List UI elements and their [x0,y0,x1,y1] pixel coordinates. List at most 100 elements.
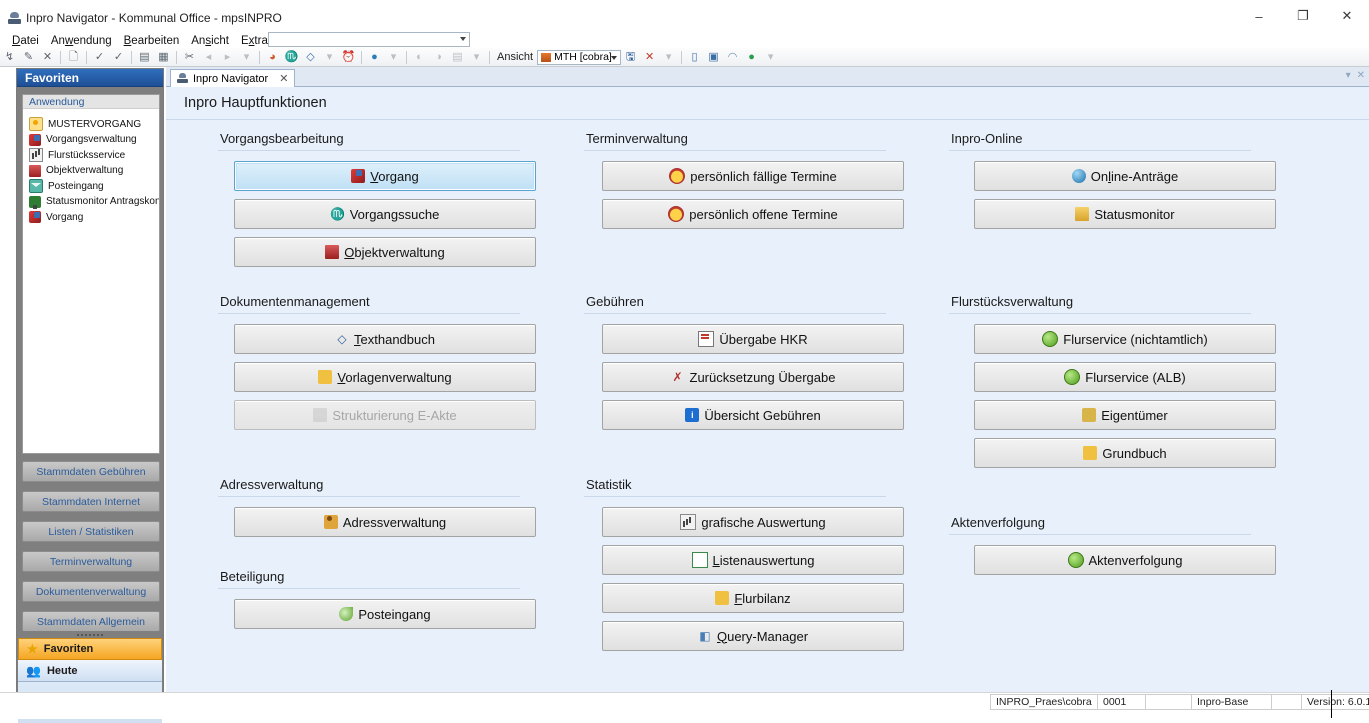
sphere-icon[interactable]: ● [748,50,755,63]
sidebar-item-vorgangsverwaltung[interactable]: Vorgangsverwaltung [29,133,159,147]
check-all-icon[interactable]: ✓ [113,50,124,63]
button-aktenverfolgung[interactable]: Aktenverfolgung [974,545,1276,575]
tab-close-all-icon[interactable]: ✕ [1356,70,1365,81]
nav-prev-icon: ◂ [205,50,212,63]
sidebar-category-listen-statistiken[interactable]: Listen / Statistiken [22,521,160,542]
view-select[interactable]: MTH [cobra] [537,49,622,65]
binoculars-search-icon[interactable]: ♏ [284,50,299,63]
close-button[interactable]: ✕ [1341,8,1353,23]
button-grafische-auswertung[interactable]: grafische Auswertung [602,507,904,537]
new-document-icon[interactable]: 🗋 [69,50,78,63]
sidebar-item-flurstuecksservice[interactable]: Flurstücksservice [29,148,159,162]
save-icon[interactable]: 🖫 [625,50,636,63]
button-texthandbuch[interactable]: ◇ Texthandbuch [234,324,536,354]
sidebar-category-stammdaten-internet[interactable]: Stammdaten Internet [22,491,160,512]
maximize-button[interactable]: ❐ [1297,8,1309,23]
sidebar-splitter-handle[interactable] [18,631,162,638]
sidebar-nav-label: Heute [46,664,78,677]
sidebar-category-terminverwaltung[interactable]: Terminverwaltung [22,551,160,572]
list-filter-icon[interactable]: ▦ [158,50,169,63]
parcel-green-icon [1067,552,1084,568]
window-icon[interactable]: ▣ [708,50,719,63]
tab-close-icon[interactable]: ✕ [279,73,289,85]
button-uebergabe-hkr[interactable]: Übergabe HKR [602,324,904,354]
toolbar-separator [681,50,683,64]
button-grundbuch[interactable]: Grundbuch [974,438,1276,468]
sidebar-item-statusmonitor[interactable]: Statusmonitor Antragskonferenz [29,195,159,209]
toolbar-separator [406,50,407,64]
button-eigentuemer[interactable]: Eigentümer [974,400,1276,430]
toolbar-view-label: Ansicht [497,51,534,63]
button-query-manager[interactable]: ◧ Query-Manager [602,621,904,651]
object-icon [29,164,41,177]
menu-anwendung[interactable]: Anwendung [50,34,112,47]
lightbulb-icon [29,117,43,131]
end-dropdown-icon: ▾ [767,50,774,63]
sidebar-favorites-panel: Anwendung MUSTERVORGANG Vorgangsverwaltu… [22,94,160,454]
group-title: Statistik [586,477,632,492]
button-posteingang[interactable]: Posteingang [234,599,536,629]
palette-icon[interactable]: ◕ [269,50,276,63]
tab-inpro-navigator[interactable]: Inpro Navigator ✕ [170,69,296,87]
sidebar-bottom-nav: ★ Favoriten 👥 Heute [18,638,162,682]
sidebar-category-dokumentenverwaltung[interactable]: Dokumentenverwaltung [22,581,160,602]
button-uebersicht-gebuehren[interactable]: i Übersicht Gebühren [602,400,904,430]
diamond-blue-icon: ◇ [337,332,347,346]
sidebar-nav-favoriten[interactable]: ★ Favoriten [18,638,162,660]
button-zuruecksetzung-uebergabe[interactable]: ✗ Zurücksetzung Übergabe [602,362,904,392]
menu-bearbeiten[interactable]: Bearbeiten [123,34,180,47]
delete-x-icon[interactable]: ✕ [42,50,53,63]
tab-list-dropdown-icon[interactable]: ▾ [1345,70,1351,81]
undo-icon[interactable]: ↯ [4,50,15,63]
button-adressverwaltung[interactable]: Adressverwaltung [234,507,536,537]
tab-label: Inpro Navigator [193,72,269,85]
button-vorgangssuche[interactable]: ♏ Vorgangssuche [234,199,536,229]
alarm-clock-icon[interactable]: ⏰ [341,50,356,63]
sidebar-item-vorgang[interactable]: Vorgang [29,210,159,224]
close-x-icon[interactable]: ✕ [644,50,655,63]
text-caret [1331,690,1332,718]
sidebar-category-stammdaten-gebuehren[interactable]: Stammdaten Gebühren [22,461,160,482]
button-vorgang[interactable]: Vorgang [234,161,536,191]
sidebar-item-mustervorgang[interactable]: MUSTERVORGANG [29,117,159,131]
check-icon[interactable]: ✓ [94,50,105,63]
status-cell-code: 0001 [1098,694,1146,710]
group-inpro-online: Inpro-Online Online-Anträge Statusmonito… [949,131,1276,237]
app-icon [177,73,188,84]
sidebar: Favoriten Anwendung MUSTERVORGANG Vorgan… [16,68,164,723]
menu-ansicht[interactable]: Ansicht [191,34,229,47]
button-objektverwaltung[interactable]: Objektverwaltung [234,237,536,267]
sidebar-category-stammdaten-allgemein[interactable]: Stammdaten Allgemein [22,611,160,632]
list-icon[interactable]: ▤ [139,50,150,63]
sidebar-item-objektverwaltung[interactable]: Objektverwaltung [29,164,159,178]
status-bar: INPRO_Praes\cobra 0001 Inpro-Base Versio… [0,692,1369,719]
button-label: Aktenverfolgung [1088,552,1183,568]
arc-icon[interactable]: ◠ [727,50,738,63]
minimize-button[interactable]: – [1255,8,1263,24]
menu-datei[interactable]: Datei [12,34,39,47]
menu-search-combo[interactable] [268,32,470,47]
button-listenauswertung[interactable]: Listenauswertung [602,545,904,575]
mail-green-icon [339,607,354,621]
button-label: Adressverwaltung [342,514,447,530]
diamond-icon[interactable]: ◇ [306,50,315,63]
sidebar-nav-heute[interactable]: 👥 Heute [18,660,162,682]
edit-pencil-icon[interactable]: ✎ [23,50,34,63]
button-online-antraege[interactable]: Online-Anträge [974,161,1276,191]
button-flurbilanz[interactable]: Flurbilanz [602,583,904,613]
button-vorlagenverwaltung[interactable]: Vorlagenverwaltung [234,362,536,392]
toolbar-separator [60,50,61,64]
alarm-clock-icon [668,206,685,222]
button-persoenlich-faellige-termine[interactable]: persönlich fällige Termine [602,161,904,191]
globe-icon[interactable]: ● [371,50,378,63]
door-exit-icon[interactable]: ▯ [691,50,698,63]
button-statusmonitor[interactable]: Statusmonitor [974,199,1276,229]
cut-scissors-icon[interactable]: ✂ [184,50,195,63]
sidebar-item-posteingang[interactable]: Posteingang [29,179,159,193]
button-flurservice-alb[interactable]: Flurservice (ALB) [974,362,1276,392]
button-flurservice-nichtamtlich[interactable]: Flurservice (nichtamtlich) [974,324,1276,354]
group-aktenverfolgung: Aktenverfolgung Aktenverfolgung [949,515,1276,583]
close-dropdown-icon: ▾ [665,50,672,63]
group-divider [218,150,520,151]
button-persoenlich-offene-termine[interactable]: persönlich offene Termine [602,199,904,229]
